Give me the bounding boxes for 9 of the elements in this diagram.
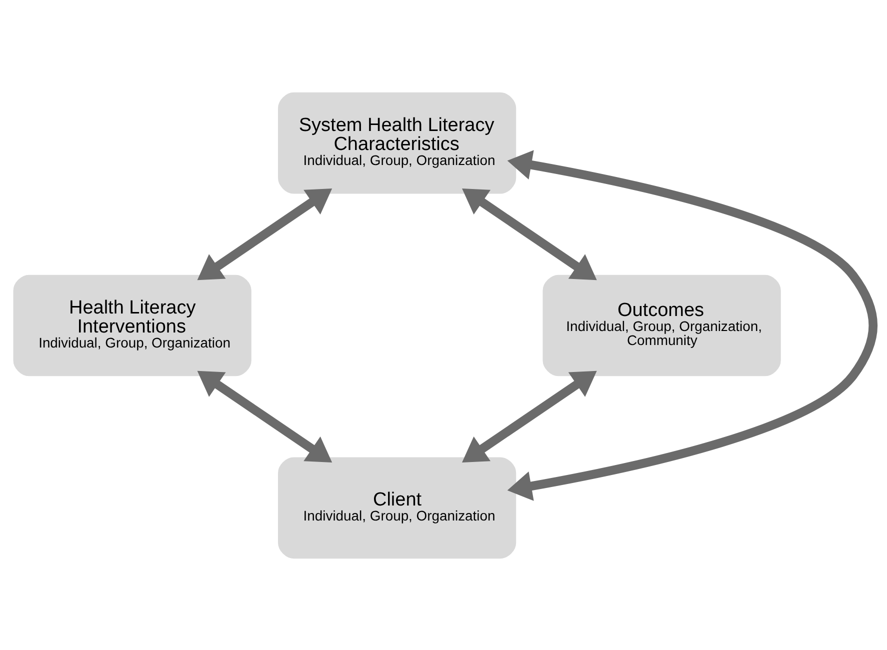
node-box: Health Literacy Interventions Individual, Group, Organization	[13, 274, 252, 376]
node-box: System Health Literacy Characteristics Individual, Group, Organization	[278, 92, 516, 194]
arrow	[462, 370, 597, 462]
node-box: Outcomes Individual, Group, Organization, Community	[542, 274, 781, 376]
arrow	[197, 188, 332, 280]
node-box: Client Individual, Group, Organization	[278, 456, 516, 558]
arrow	[462, 188, 597, 280]
arrow	[197, 370, 332, 462]
arrow	[507, 150, 878, 500]
